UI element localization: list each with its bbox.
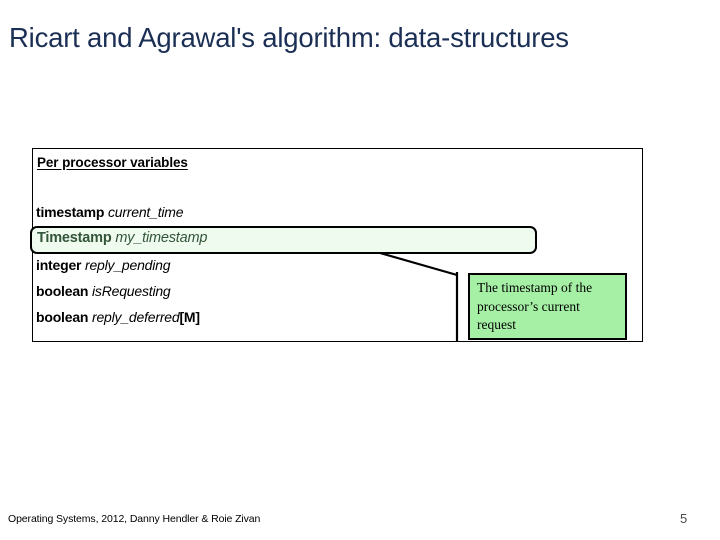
- callout-box: The timestamp of the processor’s current…: [468, 273, 627, 340]
- footer-credit: Operating Systems, 2012, Danny Hendler &…: [8, 513, 261, 525]
- variable-type: integer: [36, 257, 82, 273]
- variable-suffix: [M]: [179, 309, 200, 325]
- page-title: Ricart and Agrawal's algorithm: data-str…: [9, 22, 569, 53]
- variable-row: timestamp current_time: [36, 204, 184, 220]
- variable-name: isRequesting: [91, 283, 171, 299]
- variable-type: boolean: [36, 283, 89, 299]
- variable-type: timestamp: [36, 204, 105, 220]
- variable-name: current_time: [107, 204, 184, 220]
- panel-heading: Per processor variables: [37, 155, 188, 170]
- variable-row: integer reply_pending: [36, 257, 171, 273]
- variable-row: boolean reply_deferred[M]: [36, 309, 200, 325]
- variable-row-highlighted: Timestamp my_timestamp: [37, 230, 207, 246]
- highlighted-variable-box: [30, 226, 537, 254]
- variable-type: boolean: [36, 309, 89, 325]
- variable-row: boolean isRequesting: [36, 283, 171, 299]
- callout-text: The timestamp of the processor’s current…: [477, 280, 593, 332]
- page-number: 5: [680, 511, 688, 526]
- variable-type: Timestamp: [37, 230, 112, 246]
- variable-name: reply_deferred: [91, 309, 180, 325]
- variable-name: reply_pending: [84, 257, 171, 273]
- variable-name: my_timestamp: [115, 230, 208, 246]
